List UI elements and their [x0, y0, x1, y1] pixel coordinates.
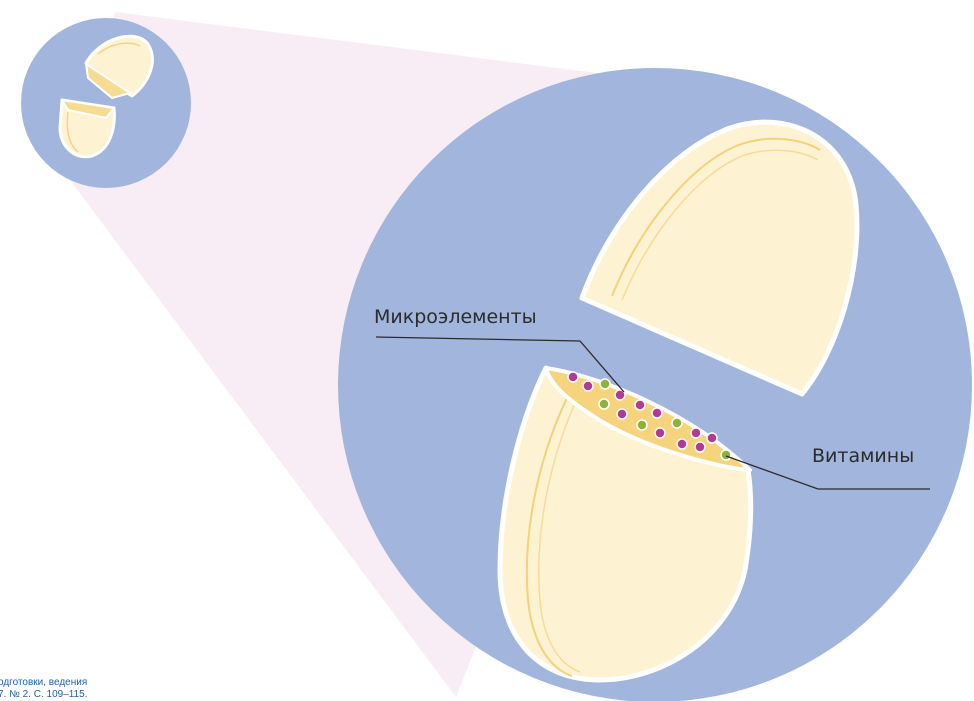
footnote-line-2: 7. № 2. С. 109–115.	[0, 689, 88, 701]
microelement-dot	[695, 442, 705, 452]
vitamins-label: Витамины	[812, 445, 914, 467]
large-zoom-circle	[338, 68, 972, 701]
microelement-dot	[568, 372, 578, 382]
microelements-label: Микроэлементы	[374, 306, 537, 328]
microelement-dot	[652, 408, 662, 418]
source-footnote: одготовки, ведения 7. № 2. С. 109–115.	[0, 677, 88, 701]
vitamin-dot	[600, 379, 610, 389]
vitamin-dot	[721, 450, 731, 460]
microelement-dot	[677, 439, 687, 449]
microelement-dot	[583, 381, 593, 391]
microelement-dot	[655, 428, 665, 438]
vitamin-dot	[637, 420, 647, 430]
microelement-dot	[635, 400, 645, 410]
microelement-dot	[707, 433, 717, 443]
vitamin-dot	[599, 399, 609, 409]
small-zoom-circle	[21, 18, 191, 188]
vitamin-dot	[672, 418, 682, 428]
microelement-dot	[617, 409, 627, 419]
footnote-line-1: одготовки, ведения	[0, 677, 88, 689]
microelement-dot	[691, 428, 701, 438]
